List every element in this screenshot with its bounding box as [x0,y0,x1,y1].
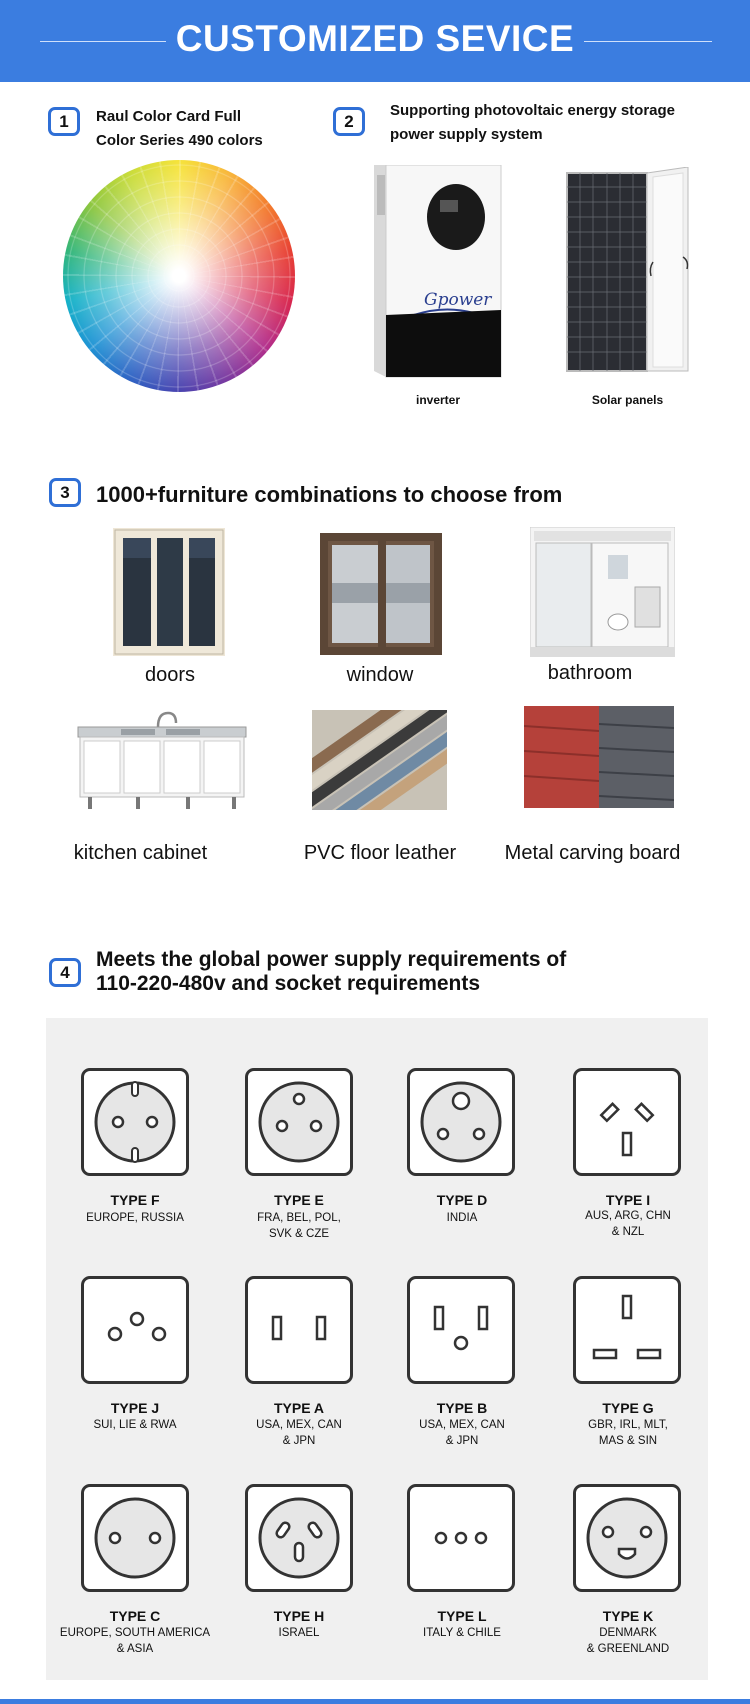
section-3-badge: 3 [49,478,81,507]
socket-type-i-icon [573,1068,681,1176]
section-4-badge: 4 [49,958,81,987]
socket-type-label: TYPE H [273,1608,325,1624]
socket-type-label: TYPE J [110,1400,160,1416]
section-1-title: Raul Color Card Full Color Series 490 co… [96,105,316,153]
metal-carving-board-image [524,706,674,808]
socket-region-label: USA, MEX, CAN [256,1419,342,1431]
section-2-title-line2: power supply system [390,126,543,143]
solar-panel-image [565,166,690,375]
doors-image [113,528,225,656]
socket-region-label-2: SVK & CZE [268,1228,330,1240]
section-4-title: Meets the global power supply requiremen… [96,948,716,996]
section-2-badge: 2 [333,107,365,136]
socket-region-label-2: & NZL [611,1226,645,1238]
color-wheel-segments [63,160,295,392]
inverter-label: inverter [415,393,461,407]
socket-region-label: GBR, IRL, MLT, [588,1419,668,1431]
inverter-image: Gpower [374,163,504,380]
color-wheel-image [63,160,295,392]
socket-region-label: ITALY & CHILE [423,1627,501,1639]
inverter-brand-text: Gpower [424,290,492,310]
socket-type-label: TYPE C [109,1608,161,1624]
section-3-title: 1000+furniture combinations to choose fr… [96,482,563,507]
header-line-right [550,41,712,42]
socket-region-label: DENMARK [599,1627,657,1639]
socket-type-label: TYPE G [602,1400,654,1416]
section-1-title-line1: Raul Color Card Full [96,108,242,125]
socket-type-f-icon [81,1068,189,1176]
section-1-badge: 1 [48,107,80,136]
header-line-left [40,41,200,42]
socket-type-a-icon [245,1276,353,1384]
socket-type-l-icon [407,1484,515,1592]
socket-region-label-2: & ASIA [116,1643,154,1655]
socket-type-d-icon [407,1068,515,1176]
section-2-title-line1: Supporting photovoltaic energy storage [390,102,676,119]
socket-type-label: TYPE E [274,1192,324,1208]
socket-region-label-2: MAS & SIN [598,1435,658,1447]
socket-type-c-icon [81,1484,189,1592]
socket-type-g-icon [573,1276,681,1384]
socket-region-label-2: & JPN [445,1435,479,1447]
footer-bar [0,1699,750,1704]
socket-region-label: ISRAEL [278,1627,320,1639]
socket-type-e-icon [245,1068,353,1176]
kitchen-cabinet-image [76,705,248,811]
socket-type-label: TYPE I [605,1192,651,1208]
doors-label: doors [144,664,196,686]
pvc-floor-leather-image [312,710,447,810]
section-1-title-line2: Color Series 490 colors [96,132,263,149]
socket-region-label-2: & GREENLAND [586,1643,670,1655]
bathroom-image [530,527,675,657]
socket-type-b-icon [407,1276,515,1384]
section-4-title-line2: 110-220-480v and socket requirements [96,972,481,995]
window-label: window [346,664,414,686]
socket-region-label: AUS, ARG, CHN [585,1210,671,1222]
socket-type-label: TYPE A [273,1400,325,1416]
socket-type-label: TYPE L [437,1608,487,1624]
bathroom-label: bathroom [547,662,633,684]
pvc-floor-leather-label: PVC floor leather [303,842,457,864]
kitchen-cabinet-label: kitchen cabinet [73,842,208,864]
socket-type-label: TYPE D [436,1192,488,1208]
socket-region-label-2: & JPN [282,1435,316,1447]
section-4-title-line1: Meets the global power supply requiremen… [96,948,567,971]
socket-type-h-icon [245,1484,353,1592]
socket-type-label: TYPE B [436,1400,488,1416]
socket-type-label: TYPE K [602,1608,654,1624]
socket-region-label: USA, MEX, CAN [419,1419,505,1431]
header-banner: CUSTOMIZED SEVICE [0,0,750,82]
page-title: CUSTOMIZED SEVICE [165,18,585,59]
section-2-title: Supporting photovoltaic energy storage p… [390,99,710,147]
socket-type-label: TYPE F [110,1192,160,1208]
socket-region-label: EUROPE, RUSSIA [86,1212,184,1224]
socket-region-label: FRA, BEL, POL, [257,1212,341,1224]
socket-region-label: SUI, LIE & RWA [93,1419,177,1431]
solar-panels-label: Solar panels [591,393,664,407]
socket-type-j-icon [81,1276,189,1384]
socket-region-label: EUROPE, SOUTH AMERICA [59,1627,211,1639]
metal-carving-board-label: Metal carving board [504,842,681,864]
socket-region-label: INDIA [446,1212,478,1224]
socket-type-k-icon [573,1484,681,1592]
window-image [320,533,442,655]
